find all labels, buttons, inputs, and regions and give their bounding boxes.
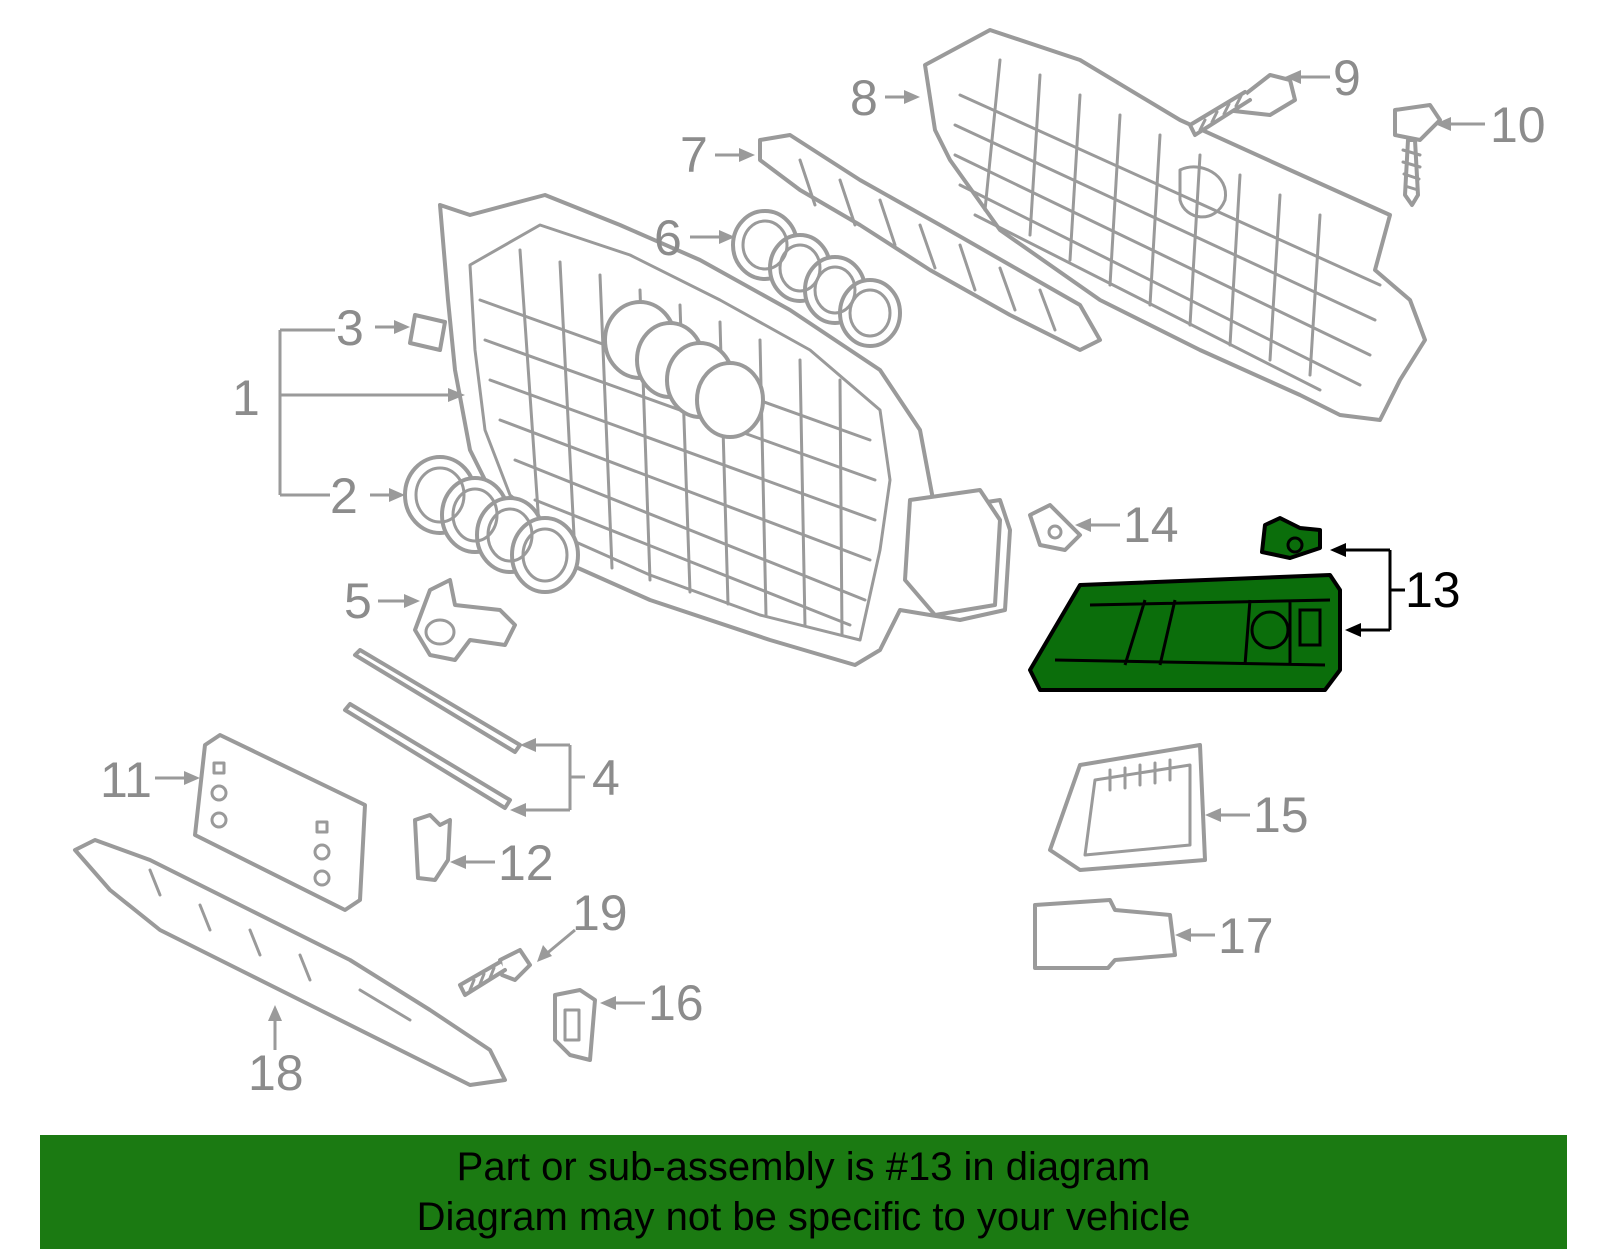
callout-17: 17	[1218, 908, 1274, 964]
grille-rings-badge	[603, 300, 765, 439]
part-9-bolt	[1188, 73, 1297, 137]
callout-labels: 1 2 3 4 5 6 7 8 9 10 11 12 13 14 15 16 1…	[100, 50, 1546, 1101]
part-10-bolt	[1393, 103, 1442, 207]
part-16-clip	[553, 988, 597, 1062]
banner-line-2: Diagram may not be specific to your vehi…	[416, 1195, 1191, 1239]
callout-14: 14	[1123, 497, 1179, 553]
callout-9: 9	[1333, 50, 1361, 106]
part-3-badge	[408, 313, 447, 352]
part-4-trim-strips	[343, 648, 522, 810]
callout-16: 16	[648, 975, 704, 1031]
part-13-bracket-assembly	[1028, 516, 1342, 692]
callout-6: 6	[654, 210, 682, 266]
callout-7: 7	[680, 127, 708, 183]
part-12-clip	[413, 813, 452, 882]
callout-2: 2	[330, 468, 358, 524]
callout-8: 8	[850, 70, 878, 126]
callout-12: 12	[498, 835, 554, 891]
callout-18: 18	[248, 1045, 304, 1101]
leader-lines	[155, 70, 1485, 1050]
part-11-license-bracket	[193, 733, 367, 912]
part-6-rings-emblem	[731, 209, 902, 348]
part-7-bracket-strip	[758, 133, 1102, 352]
callout-5: 5	[344, 573, 372, 629]
part-8-grille-insert	[923, 28, 1427, 422]
callout-10: 10	[1490, 97, 1546, 153]
leader-13	[1330, 543, 1405, 637]
callout-19: 19	[572, 885, 628, 941]
callout-13: 13	[1405, 562, 1461, 618]
part-18-lower-support	[73, 838, 507, 1087]
banner-line-1: Part or sub-assembly is #13 in diagram	[456, 1145, 1151, 1189]
part-19-screw	[458, 948, 532, 997]
callout-4: 4	[592, 750, 620, 806]
callout-3: 3	[336, 300, 364, 356]
part-5-camera-bracket	[413, 578, 517, 662]
callout-11: 11	[100, 752, 152, 808]
part-15-side-grille	[1048, 743, 1207, 872]
part-14-clip	[1028, 503, 1082, 552]
callout-15: 15	[1253, 787, 1309, 843]
callout-1: 1	[232, 370, 260, 426]
part-17-cover	[1033, 898, 1177, 970]
part-2-rings-emblem	[403, 455, 580, 594]
info-banner: Part or sub-assembly is #13 in diagram D…	[40, 1135, 1567, 1249]
